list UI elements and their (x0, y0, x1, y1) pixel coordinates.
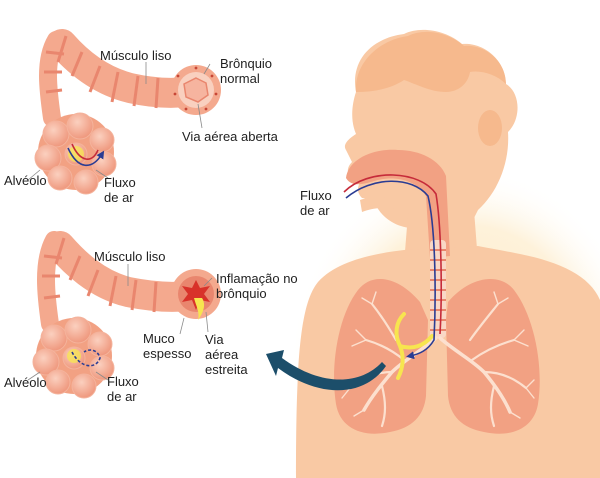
body-airflow-label: Fluxo de ar (300, 188, 332, 218)
top-normal-bronchus-label: Brônquio normal (220, 56, 273, 86)
inflamed-smooth-muscle-bands (42, 237, 158, 313)
bottom-thick-mucus-label: Muco espesso (143, 331, 192, 361)
top-leader-lines (27, 62, 211, 181)
bottom-airflow-label: Fluxo de ar (107, 374, 139, 404)
trachea (430, 240, 446, 338)
bottom-leader-lines (27, 264, 213, 381)
hair (355, 31, 506, 92)
inflamed-bronchus-highlight (394, 312, 434, 380)
normal-airflow-return (71, 143, 99, 160)
bottom-inflammation-label: Inflamação no brônquio (216, 271, 298, 301)
normal-airway-illustration (27, 29, 221, 195)
top-smooth-muscle-label: Músculo liso (100, 48, 172, 63)
top-airflow-label: Fluxo de ar (104, 175, 136, 205)
human-torso-illustration (280, 29, 600, 478)
top-open-airway-label: Via aérea aberta (182, 129, 278, 144)
left-lung (334, 278, 428, 434)
inflamed-airway-illustration (27, 231, 221, 399)
inflamed-bronchus-tube (45, 231, 203, 312)
normal-smooth-muscle-bands (44, 35, 160, 109)
right-lung (446, 278, 540, 434)
bottom-narrow-airway-label: Via aérea estreita (205, 332, 248, 377)
body-airflow-path-red (343, 174, 442, 335)
normal-airflow-arrow (67, 147, 105, 167)
curved-arrow-icon (266, 350, 386, 391)
normal-bronchus-cross-section (171, 65, 221, 115)
bottom-smooth-muscle-label: Músculo liso (94, 249, 166, 264)
body-airflow-path-blue (345, 180, 436, 360)
bottom-alveolus-label: Alvéolo (4, 375, 47, 390)
ear (478, 110, 502, 146)
mouth-opening (360, 197, 404, 212)
normal-bronchus-tube (47, 29, 201, 108)
restricted-airflow-arrow (71, 349, 101, 367)
top-alveolus-label: Alvéolo (4, 173, 47, 188)
inflamed-bronchus-cross-section (171, 269, 221, 320)
